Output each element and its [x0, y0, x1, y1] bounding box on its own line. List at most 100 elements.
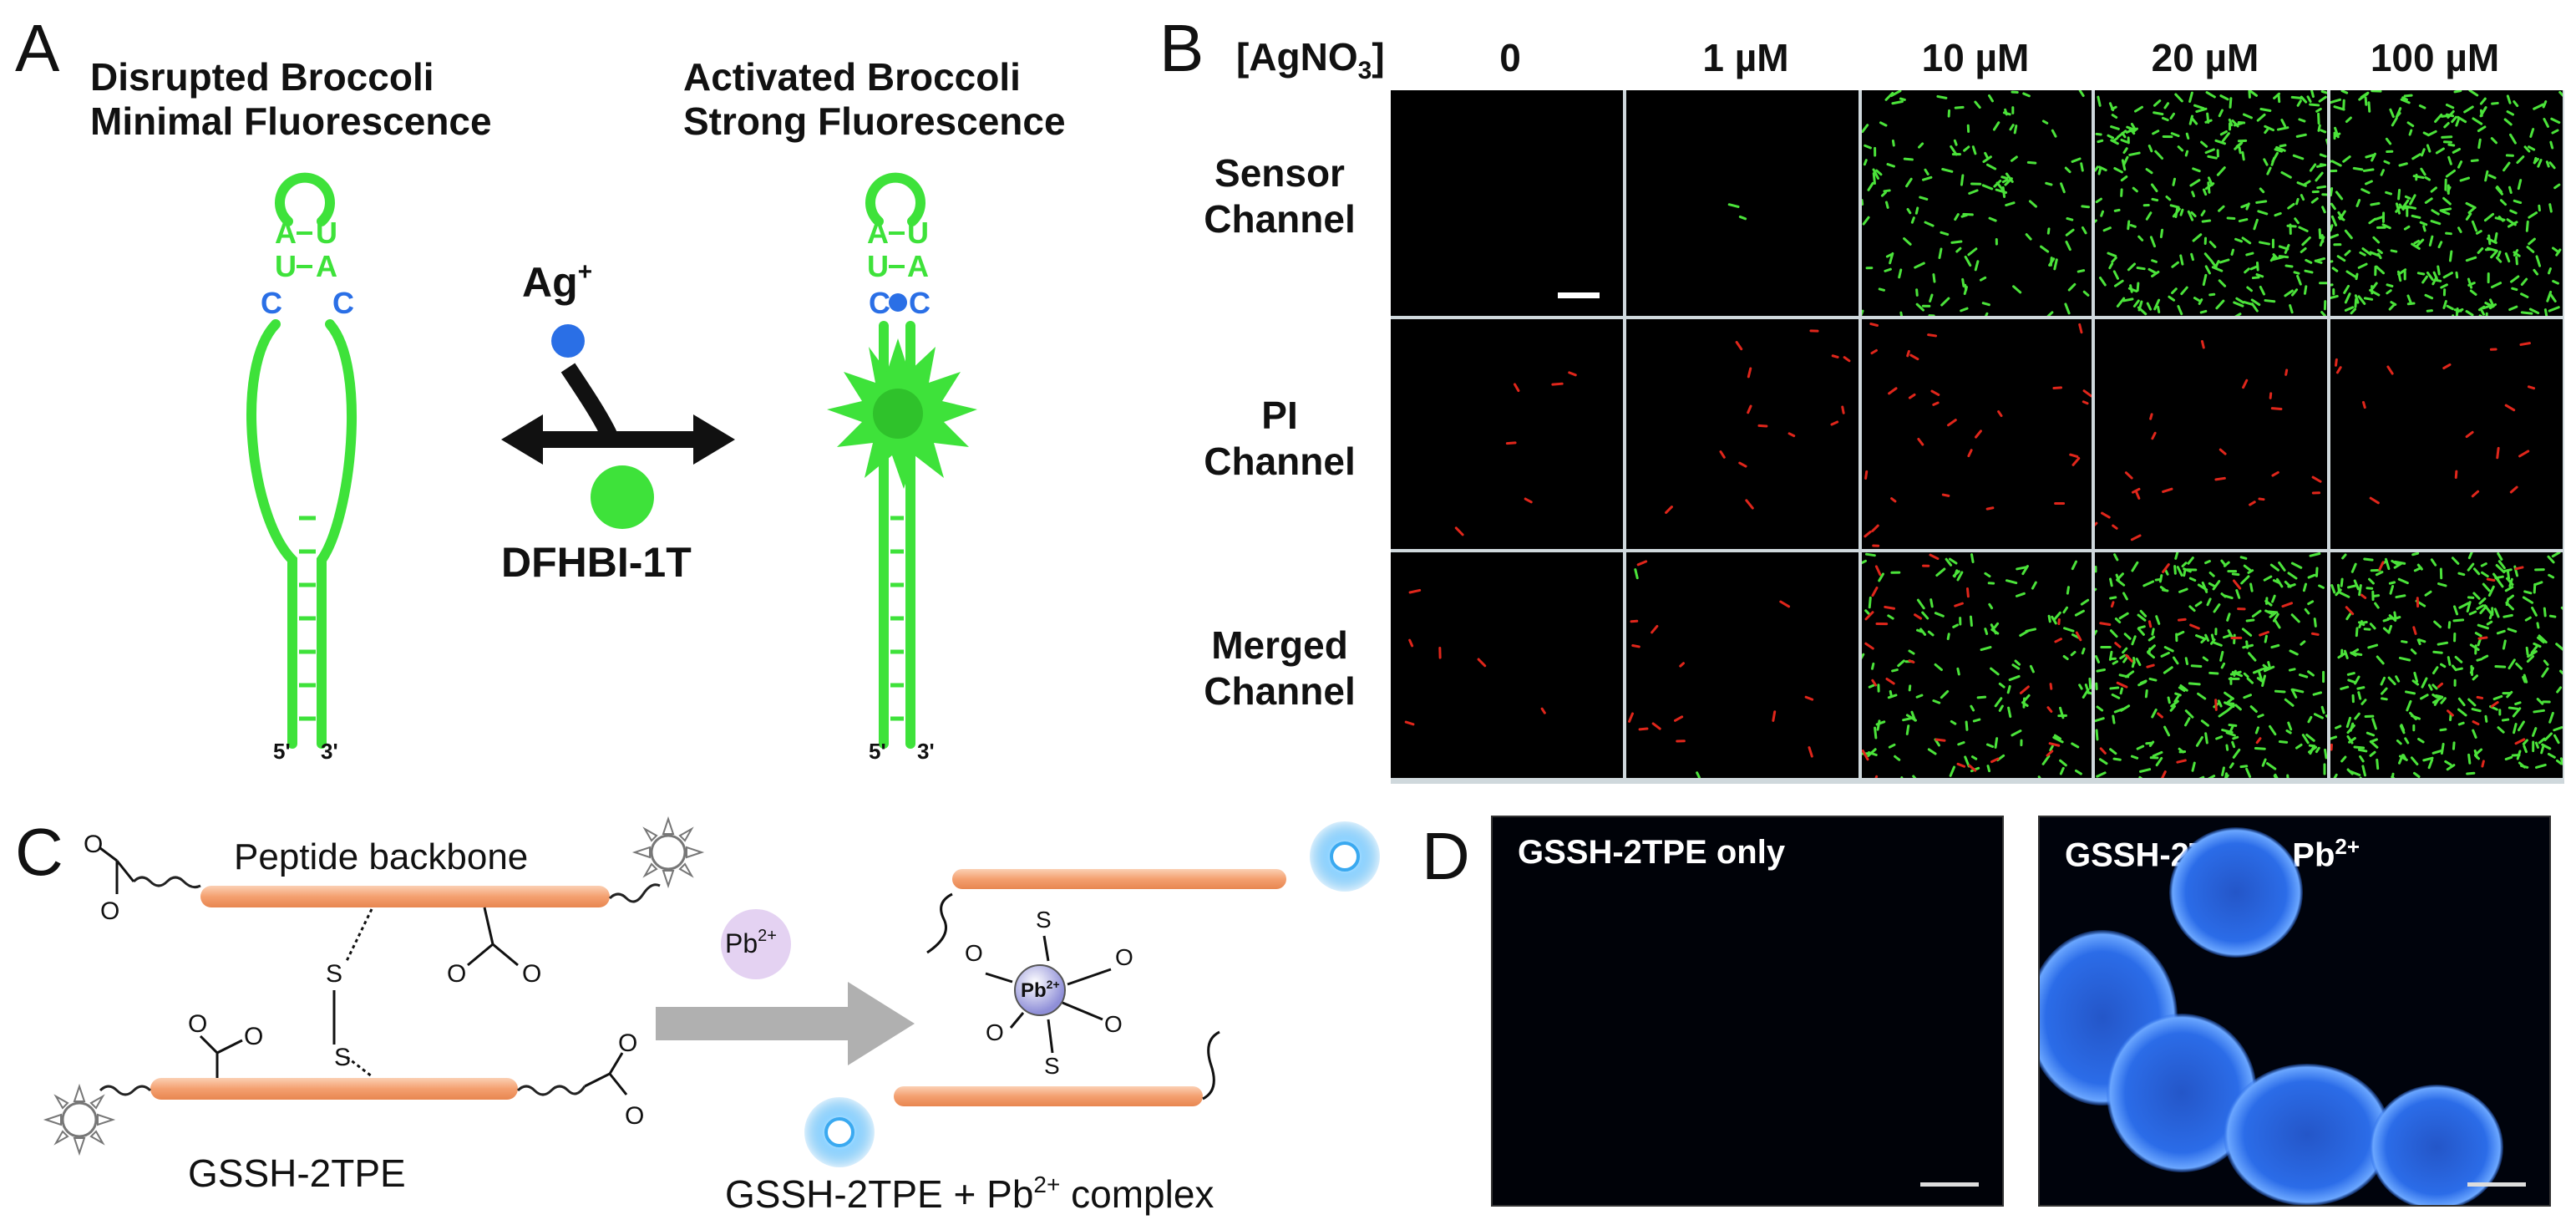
sensor-cell	[2426, 130, 2437, 137]
sensor-cell	[2049, 745, 2054, 752]
sensor-cell	[2014, 659, 2021, 666]
sensor-cell	[2201, 581, 2208, 593]
pi-cell	[2527, 385, 2536, 390]
sensor-cell	[2192, 233, 2203, 242]
right-caption: GSSH-2TPE + Pb2+ complex	[725, 1172, 1214, 1216]
sensor-cell	[2071, 157, 2082, 163]
sensor-cell	[2472, 674, 2478, 681]
sensor-cell	[2154, 577, 2163, 582]
right-loop	[865, 172, 925, 226]
sensor-cell	[1867, 181, 1874, 191]
sensor-cell	[2387, 676, 2396, 686]
sensor-cell	[2465, 212, 2472, 221]
sensor-cell	[2290, 688, 2298, 699]
sensor-cell	[2172, 177, 2177, 186]
sensor-cell	[2174, 93, 2183, 103]
sensor-cell	[2495, 563, 2506, 574]
pi-cell	[2146, 663, 2155, 668]
panel-label-a: A	[15, 11, 60, 85]
sensor-cell	[2388, 581, 2396, 585]
sensor-cell	[2315, 171, 2324, 182]
sensor-cell	[2540, 744, 2545, 755]
sensor-cell	[2078, 89, 2085, 98]
sensor-cell	[1945, 557, 1953, 567]
micrograph-r2-c4	[2329, 551, 2568, 785]
sensor-cell	[2339, 592, 2350, 598]
sensor-cell	[2497, 560, 2506, 570]
sensor-cell	[1906, 207, 1912, 215]
sensor-cell	[2406, 302, 2416, 306]
sensor-cell	[2452, 605, 2459, 616]
sensor-cell	[2041, 755, 2051, 765]
sensor-cell	[2497, 726, 2505, 734]
sensor-cell	[2434, 113, 2443, 123]
sensor-cell	[2132, 127, 2138, 134]
sensor-cell	[1884, 201, 1889, 209]
sensor-cell	[2409, 711, 2417, 720]
sensor-cell	[2247, 569, 2254, 574]
sensor-cell	[2200, 719, 2209, 727]
sensor-cell	[2507, 570, 2511, 580]
sulfur-3: S	[1036, 907, 1052, 933]
sensor-cell	[2345, 716, 2352, 729]
sensor-cell	[2548, 161, 2556, 170]
sensor-cell	[2202, 656, 2209, 662]
sensor-cell	[1940, 231, 1950, 236]
sensor-cell	[2451, 115, 2457, 124]
micrograph-r0-c4	[2324, 89, 2568, 326]
sensor-cell	[2153, 99, 2162, 107]
pi-cell	[1941, 493, 1950, 497]
sensor-cell	[2538, 634, 2548, 644]
sensor-cell	[2078, 684, 2083, 690]
right-top-backbone	[952, 869, 1286, 889]
blue-cell-4	[2224, 1064, 2391, 1205]
bound-ag-ion	[889, 293, 907, 312]
arrow-head-right	[693, 414, 735, 465]
sensor-cell	[2249, 582, 2254, 592]
sensor-cell	[2173, 694, 2180, 704]
sensor-cell	[2217, 699, 2223, 708]
sensor-cell	[1964, 255, 1972, 267]
sensor-cell	[2381, 687, 2388, 695]
sensor-cell	[2517, 179, 2523, 191]
sensor-cell	[2358, 620, 2363, 628]
speckles-r0-c2	[1858, 89, 2091, 323]
sensor-cell	[2218, 709, 2228, 718]
sensor-cell	[2109, 596, 2117, 600]
sensor-cell	[2046, 311, 2054, 318]
sensor-cell	[2371, 282, 2378, 289]
sensor-cell	[2508, 186, 2513, 194]
pi-cell	[2481, 760, 2485, 768]
a-right-title-line1: Activated Broccoli	[683, 55, 1021, 99]
sensor-cell	[2163, 666, 2173, 674]
sensor-cell	[2231, 740, 2236, 749]
sensor-cell	[2122, 155, 2129, 166]
sensor-cell	[2005, 172, 2014, 183]
sensor-cell	[2207, 176, 2213, 186]
sensor-cell	[1876, 719, 1881, 731]
pi-cell	[1408, 638, 1414, 648]
sensor-cell	[2536, 698, 2544, 705]
sensor-cell	[2468, 610, 2477, 616]
sensor-cell	[2419, 221, 2428, 226]
sensor-cell	[2329, 98, 2342, 104]
sensor-cell	[2503, 568, 2513, 572]
sensor-cell	[2434, 694, 2444, 699]
sensor-cell	[2410, 648, 2417, 655]
sensor-cell	[2012, 285, 2022, 294]
sensor-cell	[2307, 745, 2318, 754]
sensor-cell	[2154, 150, 2164, 160]
sensor-cell	[2395, 675, 2401, 683]
sensor-cell	[2097, 166, 2102, 175]
sensor-cell	[2347, 679, 2355, 684]
pi-cell	[1909, 353, 1919, 361]
sensor-cell	[2354, 294, 2360, 304]
c-o-11: O	[986, 1019, 1004, 1045]
sensor-cell	[2109, 748, 2117, 755]
left-base-c2: C	[332, 286, 354, 320]
pi-cell	[1929, 553, 1940, 561]
sensor-cell	[2547, 555, 2555, 564]
sensor-cell	[2467, 277, 2473, 289]
sensor-cell	[1971, 145, 1977, 155]
sensor-cell	[2320, 705, 2325, 714]
